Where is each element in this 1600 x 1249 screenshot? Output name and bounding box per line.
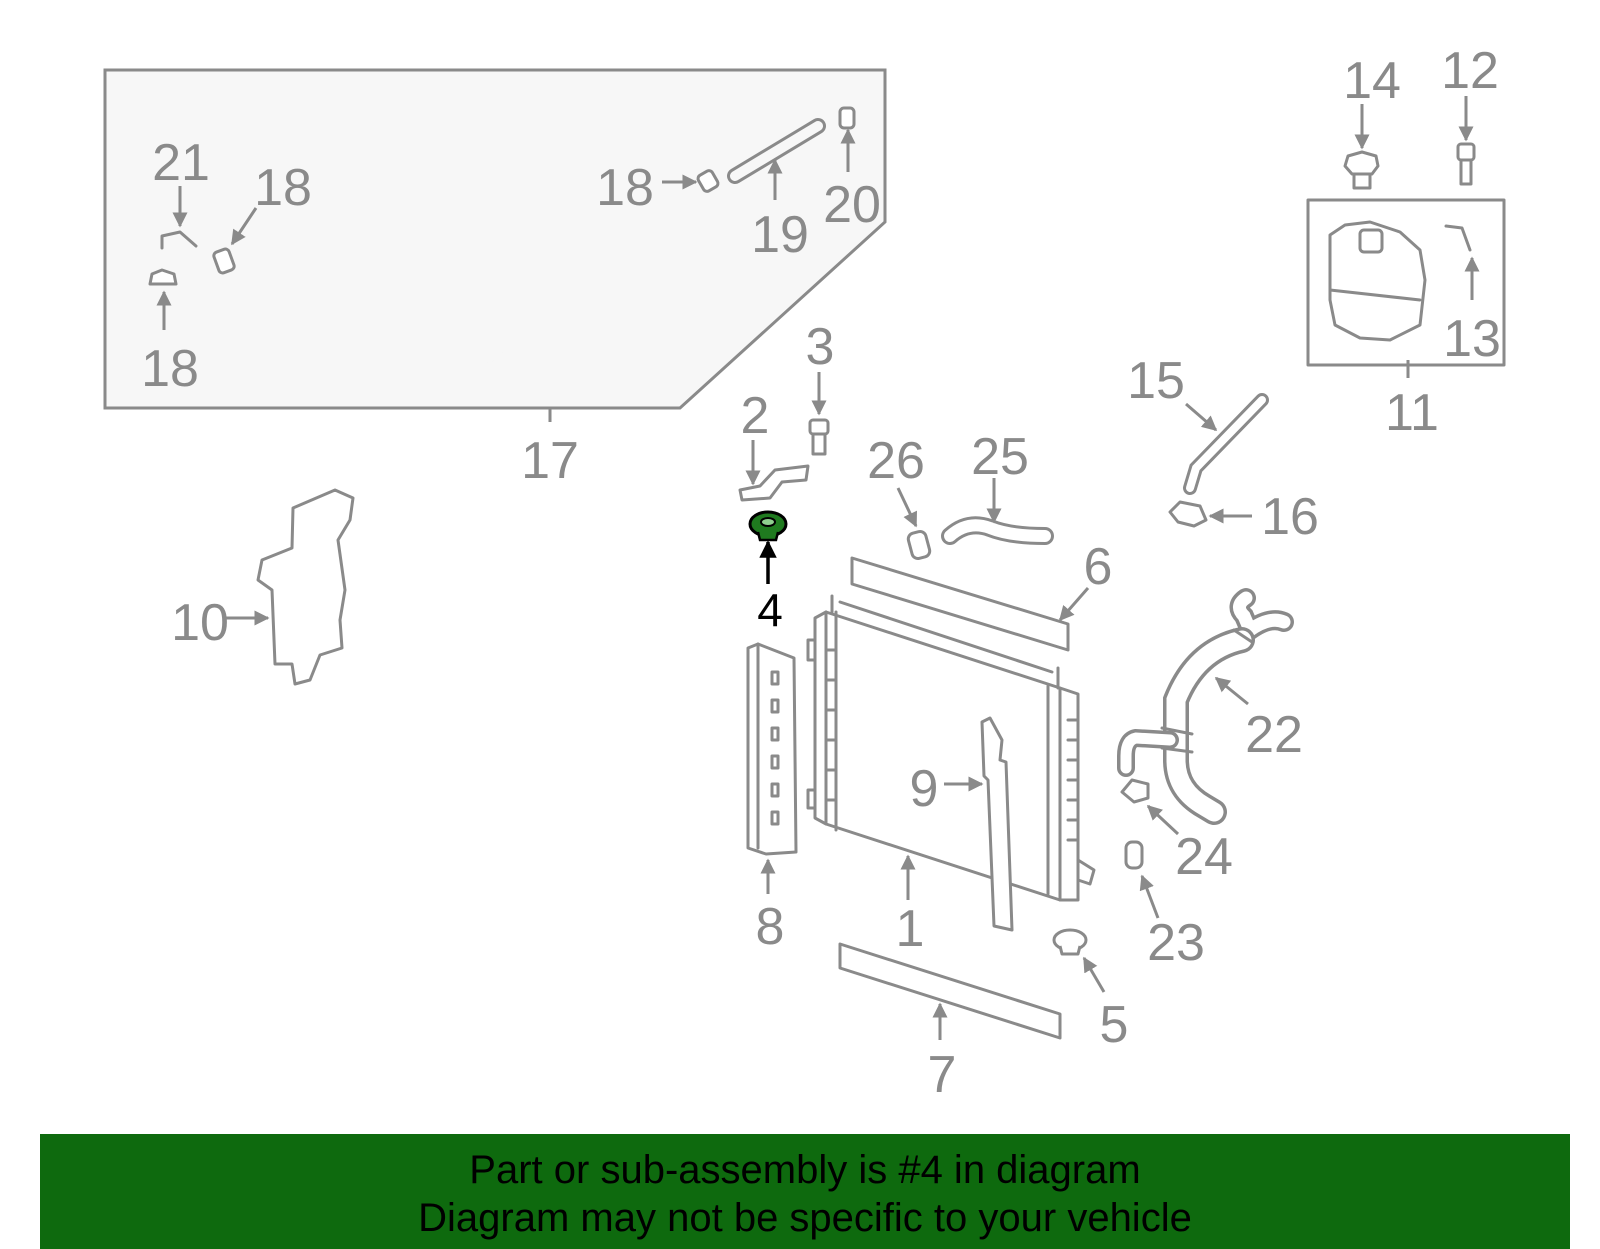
bolt-12	[1456, 142, 1476, 186]
info-banner: Part or sub-assembly is #4 in diagram Di…	[40, 1134, 1570, 1249]
callout-4: 4	[757, 584, 783, 636]
callout-25: 25	[971, 428, 1029, 486]
callout-18: 18	[254, 159, 312, 217]
callout-24: 24	[1175, 828, 1233, 886]
clamp-20	[838, 106, 856, 130]
cap-14	[1343, 150, 1380, 190]
callout-1: 1	[896, 900, 925, 958]
part-24-clamp	[1120, 778, 1150, 804]
heater-pipe-group-box	[103, 68, 887, 410]
callout-16: 16	[1261, 488, 1319, 546]
callout-17: 17	[521, 432, 579, 490]
part-23-clamp	[1124, 840, 1144, 870]
callout-19: 19	[751, 206, 809, 264]
part-4-highlighted	[748, 510, 788, 542]
banner-line-2: Diagram may not be specific to your vehi…	[418, 1196, 1192, 1240]
callout-12: 12	[1441, 42, 1499, 100]
part-2-bracket	[738, 464, 810, 502]
callout-3: 3	[806, 318, 835, 376]
callout-18: 18	[596, 159, 654, 217]
callout-7: 7	[928, 1046, 957, 1104]
callout-23: 23	[1147, 914, 1205, 972]
part-3-bolt	[808, 418, 830, 456]
part-5-grommet	[1052, 928, 1088, 956]
callout-5: 5	[1100, 996, 1129, 1054]
part-25-hose	[941, 516, 1054, 545]
banner-line-1: Part or sub-assembly is #4 in diagram	[469, 1148, 1141, 1192]
clamp-18-right	[696, 169, 720, 193]
callout-21: 21	[152, 134, 210, 192]
callout-15: 15	[1127, 352, 1185, 410]
callout-20: 20	[823, 176, 881, 234]
callout-9: 9	[910, 760, 939, 818]
callout-6: 6	[1084, 538, 1113, 596]
callout-13: 13	[1443, 310, 1501, 368]
callout-10: 10	[171, 594, 229, 652]
callout-2: 2	[741, 387, 770, 445]
bracket-21	[160, 230, 198, 250]
callout-26: 26	[867, 432, 925, 490]
part-6-upper-seal	[850, 556, 1070, 652]
part-9-baffle	[980, 716, 1014, 932]
clamp-18-left	[212, 247, 236, 275]
callout-8: 8	[756, 898, 785, 956]
callout-22: 22	[1245, 706, 1303, 764]
part-7-lower-seal	[838, 942, 1062, 1040]
clamp-18-bottom	[148, 268, 178, 286]
part-8-side-seal	[746, 642, 798, 856]
part-15-hose	[1183, 393, 1269, 495]
callout-14: 14	[1343, 52, 1401, 110]
parts-diagram: 21 18 18 18 19 20 17 14 12 13 11 10 2 3	[103, 42, 1506, 1104]
callout-11: 11	[1385, 384, 1439, 442]
part-10-panel	[256, 488, 355, 686]
part-26-clamp	[906, 529, 932, 561]
part-22-hose	[1117, 588, 1294, 825]
part-16-clamp	[1168, 500, 1208, 528]
callout-18: 18	[141, 340, 199, 398]
